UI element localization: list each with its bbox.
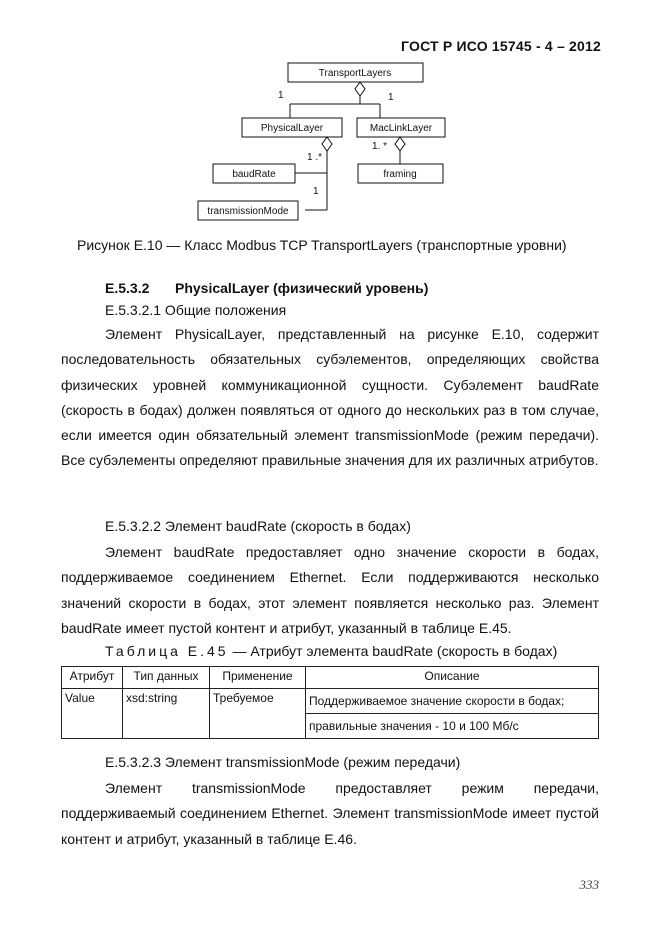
section-number: E.5.3.2 <box>105 280 150 296</box>
node-baud-rate: baudRate <box>232 169 276 180</box>
aggregation-diamond-mac <box>394 136 406 152</box>
node-physical-layer-box <box>241 117 343 138</box>
node-framing-box <box>357 163 444 184</box>
table-header-cell: Описание <box>305 666 599 689</box>
mult-baud: 1 .* <box>307 152 322 163</box>
subsection-heading-3: E.5.3.2.3 Элемент transmissionMode (режи… <box>105 754 461 770</box>
figure-caption: Рисунок Е.10 — Класс Modbus TCP Transpor… <box>77 237 567 253</box>
uml-class-diagram: TransportLayers 1 1 PhysicalLayer MacLin… <box>190 60 460 225</box>
section-title: PhysicalLayer (физический уровень) <box>175 280 429 296</box>
attribute-table: Атрибут Тип данных Применение Описание V… <box>61 666 599 739</box>
table-header-cell: Применение <box>209 666 306 689</box>
mult-mac: 1 <box>388 92 394 103</box>
node-baud-rate-box <box>212 163 296 184</box>
paragraph-1: Элемент PhysicalLayer, представленный на… <box>61 326 599 469</box>
mult-transmission: 1 <box>313 186 319 197</box>
node-transport-layers: TransportLayers <box>319 68 391 79</box>
subsection-heading-1: E.5.3.2.1 Общие положения <box>105 302 287 318</box>
node-physical-layer: PhysicalLayer <box>261 123 324 134</box>
node-transmission-mode: transmissionMode <box>207 206 289 217</box>
description-line-2: правильные значения - 10 и 100 Мб/с <box>306 713 598 738</box>
table-caption: Таблица Е.45 — Атрибут элемента baudRate… <box>105 643 557 659</box>
node-mac-link-layer-box <box>356 117 446 138</box>
node-transmission-mode-box <box>197 200 299 221</box>
table-cell-attribute: Value <box>61 688 123 739</box>
subsection-heading-2: E.5.3.2.2 Элемент baudRate (скорость в б… <box>105 518 411 534</box>
table-header-row: Атрибут Тип данных Применение Описание <box>61 666 599 689</box>
table-row: Value xsd:string Требуемое Поддерживаемо… <box>61 688 599 739</box>
aggregation-diamond-physical <box>321 136 333 152</box>
table-cell-description: Поддерживаемое значение скорости в бодах… <box>305 688 599 739</box>
section-heading: E.5.3.2 PhysicalLayer (физический уровень… <box>105 280 428 296</box>
table-cell-type: xsd:string <box>122 688 210 739</box>
aggregation-diamond-top <box>354 81 366 97</box>
table-cell-usage: Требуемое <box>209 688 306 739</box>
node-mac-link-layer: MacLinkLayer <box>370 123 433 134</box>
page-header: ГОСТ Р ИСО 15745 - 4 – 2012 <box>401 38 601 54</box>
paragraph-2: Элемент baudRate предоставляет одно знач… <box>61 544 599 636</box>
table-header-cell: Тип данных <box>122 666 210 689</box>
mult-physical: 1 <box>278 90 284 101</box>
node-transport-layers-box <box>287 62 424 83</box>
page-number: 333 <box>579 877 600 892</box>
table-caption-label: Таблица Е.45 <box>105 643 229 659</box>
mult-framing: 1. * <box>372 141 387 152</box>
paragraph-3: Элемент transmissionMode предоставляет р… <box>61 780 599 847</box>
table-caption-text: — Атрибут элемента baudRate (скорость в … <box>228 643 558 659</box>
table-header-cell: Атрибут <box>61 666 123 689</box>
node-framing: framing <box>383 169 416 180</box>
description-line-1: Поддерживаемое значение скорости в бодах… <box>309 694 565 708</box>
